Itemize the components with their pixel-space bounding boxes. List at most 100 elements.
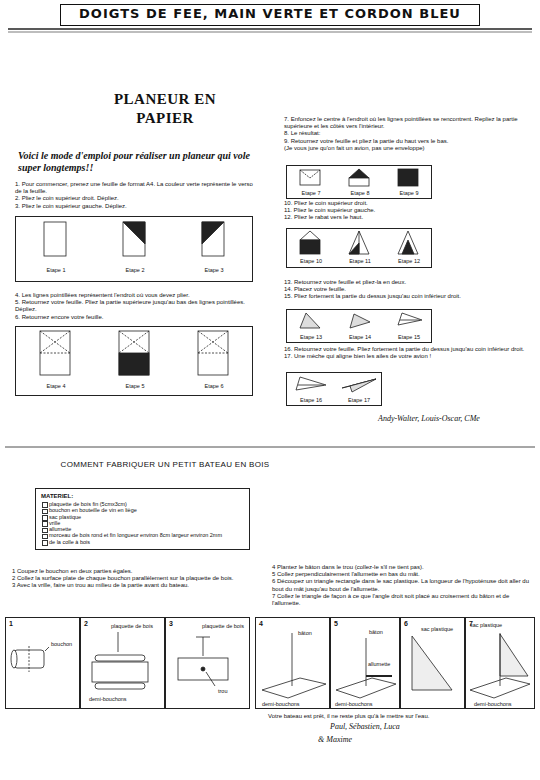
folding-figure	[119, 331, 149, 353]
step-caption: Etape 17	[348, 397, 370, 404]
folding-figure	[300, 240, 320, 254]
step-caption: Etape 11	[349, 258, 371, 265]
folding-figure	[300, 170, 320, 185]
folding-figure	[398, 169, 418, 186]
folding-figure	[402, 240, 414, 254]
text-block: PLANEUR EN PAPIER	[95, 90, 235, 128]
instruction-text: 1. Pour commencer, prenez une feuille de…	[15, 181, 260, 195]
folding-figure	[198, 331, 228, 375]
text-block: 16. Retournez votre feuille. Pliez forte…	[284, 346, 532, 360]
part-label: demi-bouchons	[474, 701, 512, 708]
step-caption: Etape 15	[398, 334, 420, 341]
folding-figure	[40, 331, 70, 375]
text-block: 10. Pliez le coin supérieur droit.11. Pl…	[284, 200, 532, 222]
instruction-text: 3 Avec la vrille, faire un trou au milie…	[12, 582, 262, 589]
boat-figure	[292, 633, 293, 686]
folding-figure	[349, 243, 359, 254]
figure-cell: 2plaquette de boisdemi-bouchons	[80, 617, 165, 709]
step-strip: Etape 1Etape 2Etape 3	[15, 216, 253, 282]
text-block: 4 Plantez le bâton dans le trou (collez-…	[272, 564, 534, 607]
figure-cell: 5bâtonallumettedemi-bouchons	[330, 617, 400, 709]
folding-figure	[300, 231, 320, 240]
callout-number: 5	[334, 620, 338, 628]
folding-figure	[40, 331, 70, 353]
step-caption: Etape 5	[126, 383, 145, 390]
boat-figure	[262, 678, 326, 698]
folding-figure	[350, 314, 370, 328]
step-caption: Etape 2	[126, 267, 145, 274]
boat-figure	[500, 634, 528, 676]
folding-figure	[123, 222, 145, 244]
instruction-text: 7. Enfoncez le centre à l'endroit où les…	[284, 116, 532, 130]
folding-figure	[202, 222, 224, 256]
step-strip: Etape 7Etape 8Etape 9	[286, 165, 432, 199]
part-label: demi-bouchons	[335, 701, 373, 708]
step-strip: Etape 4Etape 5Etape 6	[15, 326, 253, 396]
step-caption: Etape 8	[351, 190, 370, 197]
boat-figure	[366, 638, 367, 686]
list-item: morceau de bois rond et fin longueur env…	[41, 532, 244, 538]
text-block: 7. Enfoncez le centre à l'endroit où les…	[284, 116, 532, 152]
boat-figure	[95, 683, 145, 689]
text-block: Paul, Sébastien, Luca	[330, 722, 530, 732]
folding-figure	[40, 331, 70, 353]
part-label: demi-bouchons	[89, 696, 127, 703]
text-block: 4. Les lignes pointillées représentent l…	[15, 292, 260, 321]
instruction-text: 4 Plantez le bâton dans le trou (collez-…	[272, 564, 534, 571]
part-label: trou	[218, 688, 227, 695]
part-label: plaquette de bois	[111, 623, 153, 630]
instruction-text: (Je vous jure qu'on fait un avion, pas u…	[284, 145, 532, 152]
folding-figure	[350, 379, 376, 392]
folding-figure	[349, 178, 369, 186]
instruction-text: 2. Pliez le coin supérieur droit. Déplie…	[15, 195, 260, 202]
part-label: demi-bouchons	[262, 701, 300, 708]
material-box: MATERIEL:plaquette de bois fin (5cmx3cm)…	[35, 488, 250, 550]
boat-figure	[11, 650, 17, 668]
boat-figure	[11, 632, 530, 698]
callout-number: 3	[169, 620, 173, 628]
figure-cell: 4bâtondemi-bouchons	[255, 617, 330, 709]
instruction-text: 14. Placez votre feuille.	[284, 286, 532, 293]
folding-figure	[298, 385, 324, 386]
part-label: allumette	[368, 661, 390, 668]
signature: Andy-Walter, Louis-Oscar, CMe	[378, 414, 536, 424]
step-caption: Etape 7	[302, 190, 321, 197]
part-label: sac plastique	[421, 626, 453, 633]
boat-figure	[206, 672, 215, 686]
step-caption: Etape 14	[349, 334, 371, 341]
instruction-text: 3. Pliez le coin supérieur gauche. Dépli…	[15, 203, 260, 210]
folding-figure	[300, 313, 320, 328]
instruction-text: 15. Pliez fortement la partie du dessus …	[284, 293, 532, 300]
signature: & Maxime	[318, 735, 518, 745]
folding-figure	[198, 331, 228, 353]
folding-figure	[202, 222, 224, 244]
boat-figure	[178, 658, 228, 680]
list-item: de la colle à bois	[41, 539, 244, 545]
instruction-text: 12. Pliez le rabat vers le haut.	[284, 214, 532, 221]
folding-figure	[119, 353, 149, 375]
folding-figure	[44, 222, 66, 256]
folding-figure	[119, 331, 149, 375]
text-block: & Maxime	[318, 735, 518, 745]
folding-figure	[123, 222, 145, 256]
list-item: sac plastique	[41, 514, 244, 520]
step-strip: Etape 13Etape 14Etape 15	[286, 309, 432, 343]
figure-cell: 1bouchon	[5, 617, 80, 709]
step-caption: Etape 12	[398, 258, 420, 265]
folding-figure	[398, 231, 418, 254]
rule-line	[5, 447, 535, 448]
instruction-text: 1 Coupez le bouchon en deux parties égal…	[12, 568, 262, 575]
folding-figure	[40, 353, 70, 354]
boat-figure	[412, 636, 452, 690]
instruction-text: 16. Retournez votre feuille. Pliez forte…	[284, 346, 532, 353]
boat-figure	[203, 637, 204, 656]
section-heading: PLANEUR EN PAPIER	[95, 90, 235, 128]
list-item: bouchon en bouteille de vin en liège	[41, 507, 244, 513]
instruction-text: Votre bateau est prêt, il ne reste plus …	[268, 713, 534, 720]
boat-figure	[201, 667, 205, 671]
list-item: allumette	[41, 526, 244, 532]
figure-cell: 7sac plastiquedemi-bouchons	[465, 617, 535, 709]
intro-text: Voici le mode d'emploi pour réaliser un …	[18, 150, 258, 174]
signature: Paul, Sébastien, Luca	[330, 722, 530, 732]
